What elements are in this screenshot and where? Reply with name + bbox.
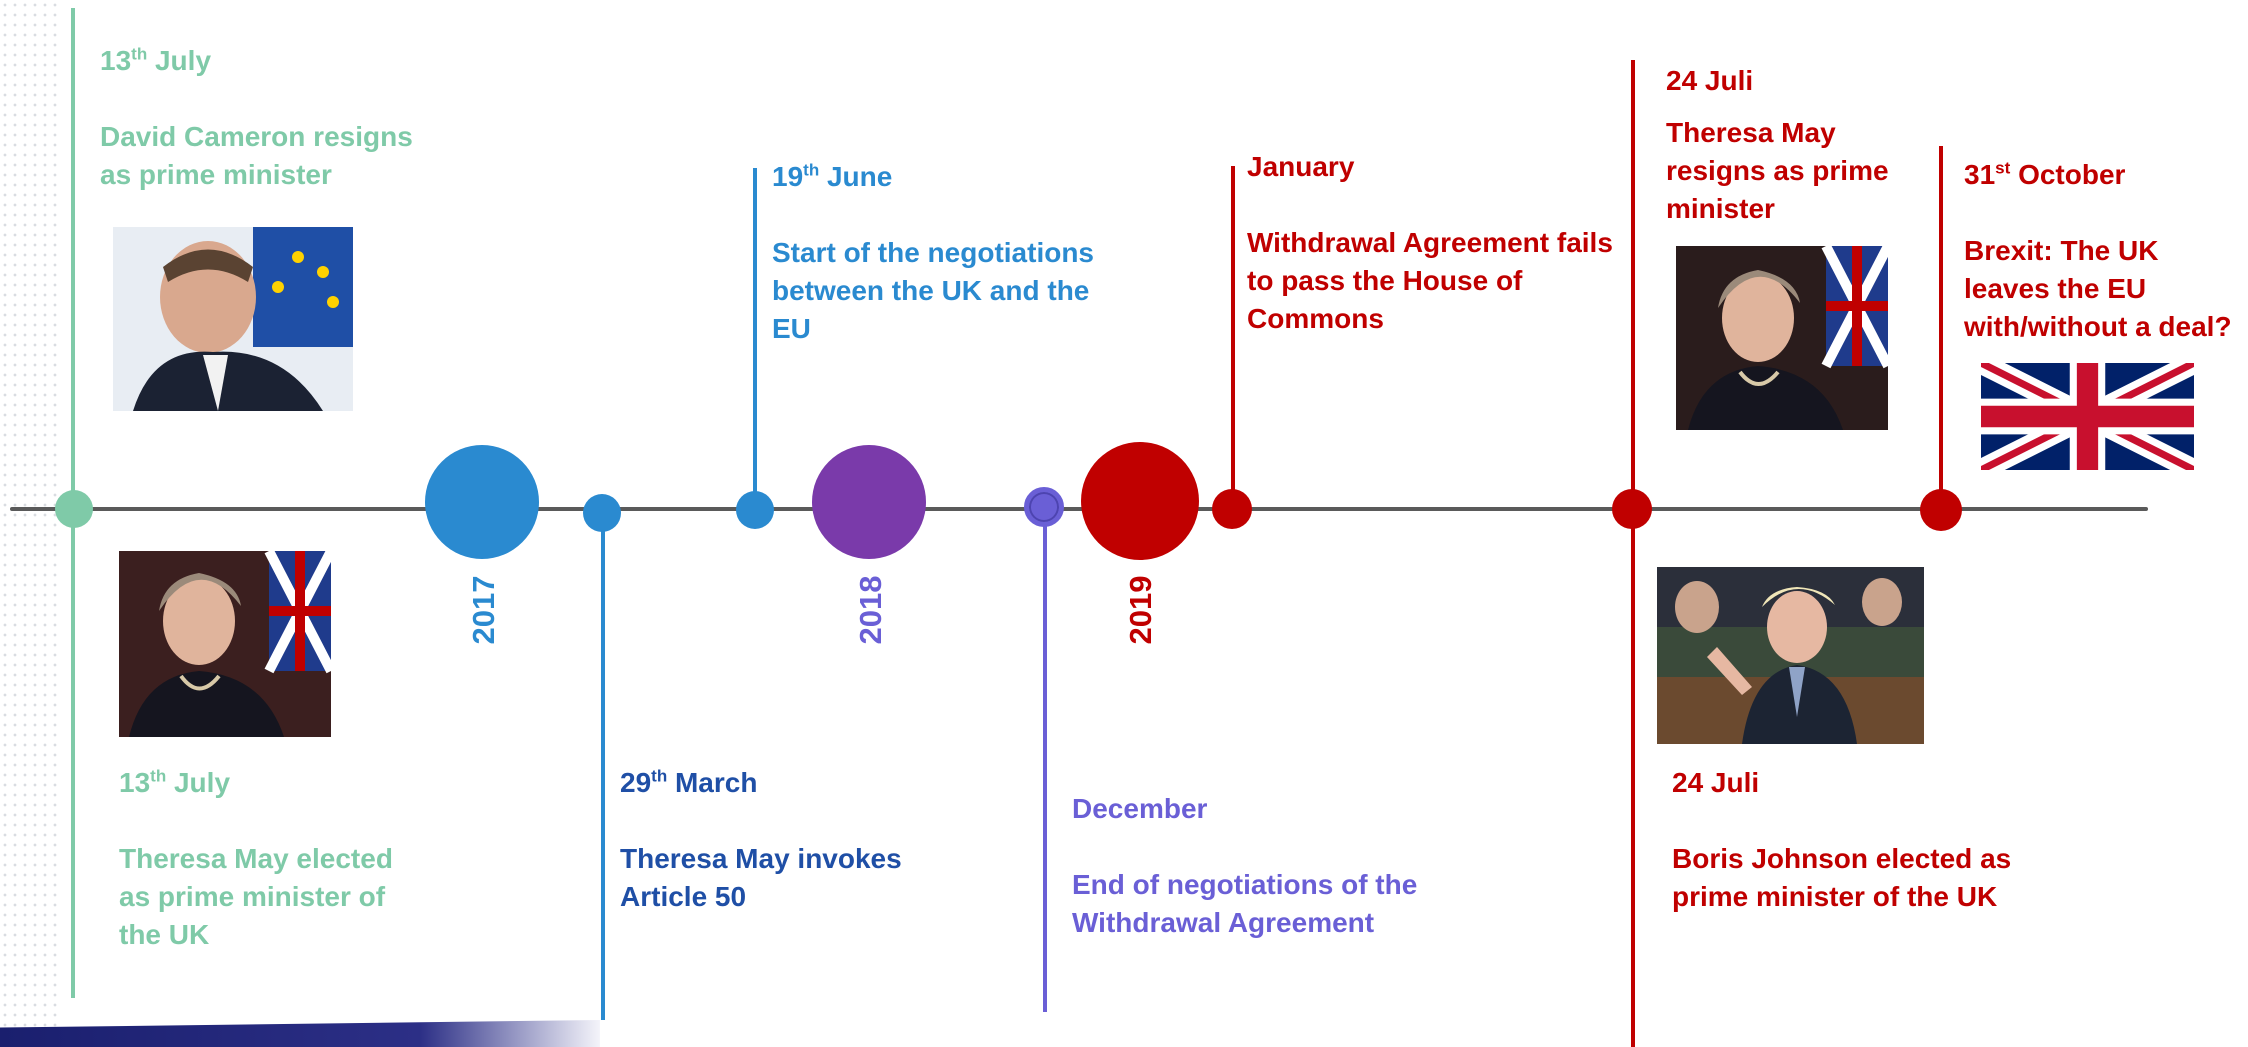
year-circle-2017 xyxy=(425,445,539,559)
event-date: 24 Juli xyxy=(1666,65,1754,96)
connector-line-article-50 xyxy=(601,512,605,1020)
event-description: End of negotiations of the Withdrawal Ag… xyxy=(1072,869,1418,938)
johnson-photo xyxy=(1657,567,1924,744)
year-circle-2019 xyxy=(1081,442,1199,560)
event-date: December xyxy=(1072,793,1208,824)
year-label-2019: 2019 xyxy=(1123,575,1158,645)
event-description: Theresa May resigns as prime minister xyxy=(1666,117,1889,224)
event-date: 19th June xyxy=(772,160,893,192)
connector-line-negotiations-end xyxy=(1043,512,1047,1012)
bottom-band-decoration xyxy=(0,1020,600,1047)
event-dot-march-2017 xyxy=(583,494,621,532)
event-dot-july-2016 xyxy=(55,490,93,528)
event-dot-june-2017 xyxy=(736,491,774,529)
event-dot-december-2018 xyxy=(1024,487,1064,527)
connector-line-negotiations-start xyxy=(753,168,757,512)
event-date: 13th July xyxy=(100,44,212,76)
cameron-photo xyxy=(113,227,353,411)
year-circle-2018 xyxy=(812,445,926,559)
timeline-axis xyxy=(10,507,2148,511)
may-elected-photo xyxy=(119,551,331,737)
event-article-50: 29th March Theresa May invokes Article 5… xyxy=(620,764,940,916)
event-cameron-resigns: 13th July David Cameron resigns as prime… xyxy=(100,42,440,194)
event-description: Withdrawal Agreement fails to pass the H… xyxy=(1247,227,1613,334)
event-date: 31st October xyxy=(1964,158,2126,190)
connector-line-july-2019 xyxy=(1631,60,1635,1047)
event-dot-october-2019 xyxy=(1920,489,1962,531)
event-description: David Cameron resigns as prime minister xyxy=(100,121,413,190)
dot-grid-decoration xyxy=(0,0,62,1047)
event-description: Start of the negotiations between the UK… xyxy=(772,237,1094,344)
connector-line-withdrawal xyxy=(1231,166,1235,512)
event-dot-january-2019 xyxy=(1212,489,1252,529)
event-description: Theresa May invokes Article 50 xyxy=(620,843,902,912)
event-date: 13th July xyxy=(119,766,231,798)
event-date: 24 Juli xyxy=(1672,767,1760,798)
event-description: Brexit: The UK leaves the EU with/withou… xyxy=(1964,235,2232,342)
event-description: Boris Johnson elected as prime minister … xyxy=(1672,843,2012,912)
event-negotiations-start: 19th June Start of the negotiations betw… xyxy=(772,158,1132,348)
event-brexit: 31st October Brexit: The UK leaves the E… xyxy=(1964,156,2248,346)
year-label-2018: 2018 xyxy=(853,575,888,645)
event-description: Theresa May elected as prime minister of… xyxy=(119,843,393,950)
event-may-elected: 13th July Theresa May elected as prime m… xyxy=(119,764,419,954)
event-may-resigns: 24 Juli Theresa May resigns as prime min… xyxy=(1666,62,1916,228)
event-date: January xyxy=(1247,151,1355,182)
event-withdrawal-fails: January Withdrawal Agreement fails to pa… xyxy=(1247,148,1617,338)
year-label-2017: 2017 xyxy=(466,575,501,645)
connector-line-brexit xyxy=(1939,146,1943,512)
event-johnson-elected: 24 Juli Boris Johnson elected as prime m… xyxy=(1672,764,2052,916)
event-negotiations-end: December End of negotiations of the With… xyxy=(1072,790,1472,942)
union-flag-image xyxy=(1981,363,2194,470)
may-resigns-photo xyxy=(1676,246,1888,430)
event-date: 29th March xyxy=(620,766,758,798)
event-dot-july-2019 xyxy=(1612,489,1652,529)
